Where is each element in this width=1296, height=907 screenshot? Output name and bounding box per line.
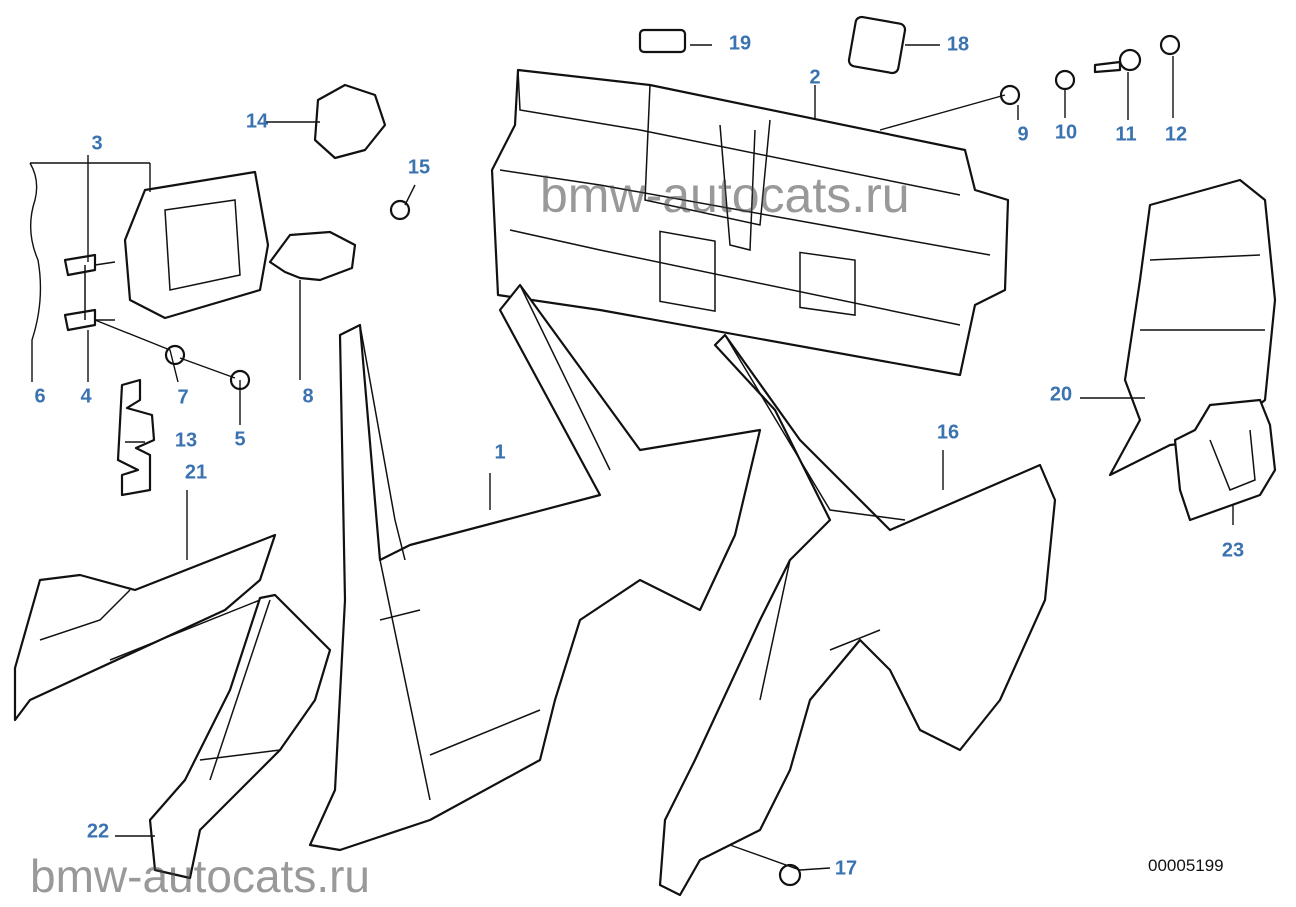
part-8-bracket[interactable] [268,230,357,282]
callout-22[interactable]: 22 [86,820,110,843]
callout-16[interactable]: 16 [936,421,960,444]
callout-12[interactable]: 12 [1164,123,1188,146]
callout-14[interactable]: 14 [245,110,269,133]
part-23-bracket[interactable] [1173,398,1277,522]
callout-13[interactable]: 13 [174,429,198,452]
diagram-code: 00005199 [1148,856,1224,875]
part-7 [164,344,186,366]
callout-5[interactable]: 5 [234,428,246,451]
part-3-filler-flap[interactable] [123,170,270,320]
callout-20[interactable]: 20 [1049,383,1073,406]
part-11 [1093,60,1122,74]
callout-1[interactable]: 1 [494,441,506,464]
small-parts [63,15,1181,887]
part-16-side-panel[interactable] [658,333,1057,897]
callout-17[interactable]: 17 [834,857,858,880]
part-22-pillar[interactable] [148,593,332,880]
callout-2[interactable]: 2 [809,66,821,89]
part-21-sill[interactable] [13,533,277,722]
part-10 [1054,69,1076,91]
callout-21[interactable]: 21 [184,461,208,484]
part-13 [116,378,156,497]
callout-9[interactable]: 9 [1017,123,1029,146]
part-15 [389,199,411,221]
callout-6[interactable]: 6 [34,385,46,408]
callout-7[interactable]: 7 [177,386,189,409]
part-19 [638,28,687,54]
leader-lines [29,44,1234,871]
callout-15[interactable]: 15 [407,156,431,179]
watermark-top: bmw-autocats.ru [540,167,910,223]
callout-19[interactable]: 19 [728,32,752,55]
callout-11[interactable]: 11 [1115,123,1137,146]
callout-4[interactable]: 4 [80,385,92,408]
part-1-side-panel[interactable] [308,283,762,852]
callout-3[interactable]: 3 [91,132,103,155]
callout-10[interactable]: 10 [1054,121,1078,144]
part-14-cap[interactable] [313,83,387,160]
callout-8[interactable]: 8 [302,385,314,408]
part-18 [847,15,907,75]
part-2-rear-panel[interactable] [490,68,1010,377]
callout-23[interactable]: 23 [1221,539,1245,562]
watermark-bottom: bmw-autocats.ru [30,850,371,902]
part-17 [778,863,802,887]
part-9 [999,84,1021,106]
callout-18[interactable]: 18 [946,33,970,56]
part-12 [1159,34,1181,56]
